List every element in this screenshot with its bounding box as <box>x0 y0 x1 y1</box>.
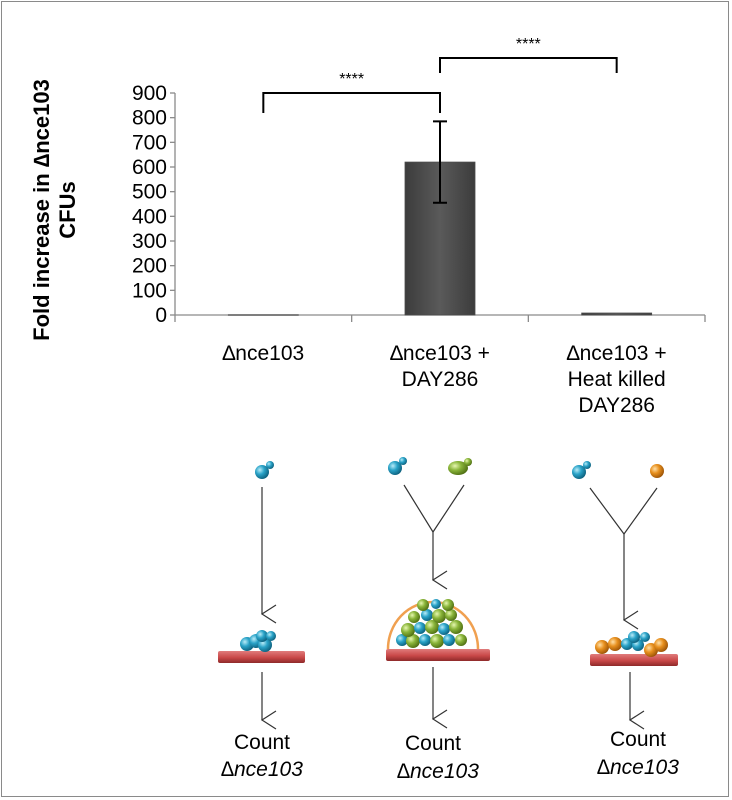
y-tick-label: 900 <box>132 82 167 105</box>
x-axis <box>174 314 706 322</box>
x-tick-label-2: ∆nce103 +DAY286 <box>390 342 490 391</box>
significance-bracket <box>439 57 618 73</box>
significance-brackets: **** **** <box>262 36 618 113</box>
y-tick-label: 0 <box>155 304 167 327</box>
nce103-cell-icon <box>572 461 591 479</box>
count-label: Count <box>234 731 290 754</box>
count-label: Count <box>610 728 666 751</box>
bar-1 <box>227 314 299 316</box>
strain-label: ∆nce103 <box>597 756 679 779</box>
heat-killed-day286-cell-icon <box>650 464 664 478</box>
substrate-with-cells-icon <box>590 631 678 666</box>
x-tick-label-1: ∆nce103 <box>222 342 304 365</box>
count-label: Count <box>405 732 461 755</box>
significance-bracket <box>262 92 441 113</box>
strain-label: ∆nce103 <box>221 758 303 781</box>
y-axis-label-line2: CFUs <box>55 181 80 238</box>
y-tick-label: 300 <box>132 230 167 253</box>
y-tick-label: 200 <box>132 255 167 278</box>
strain-label: ∆nce103 <box>397 760 479 783</box>
schematic-column-3: Count ∆nce103 <box>572 461 679 779</box>
bar-3 <box>581 312 653 316</box>
significance-label: **** <box>339 71 364 88</box>
schematic-column-2: Count ∆nce103 <box>386 457 490 783</box>
y-tick-label: 700 <box>132 131 167 154</box>
y-tick-label: 400 <box>132 205 167 228</box>
biofilm-icon <box>386 599 490 661</box>
y-tick-label: 100 <box>132 279 167 302</box>
y-tick-label: 800 <box>132 107 167 130</box>
merge-lines <box>403 484 465 533</box>
substrate-with-cells-icon <box>218 630 305 663</box>
y-axis-label: Fold increase in ∆nce103 CFUs <box>29 79 80 341</box>
x-tick-labels: ∆nce103 ∆nce103 +DAY286 ∆nce103 +Heat kill… <box>222 342 666 417</box>
nce103-cell-icon <box>388 457 407 475</box>
day286-cell-icon <box>448 458 472 475</box>
y-tick-label: 600 <box>132 156 167 179</box>
nce103-cell-icon <box>255 461 274 479</box>
schematic-column-1: Count ∆nce103 <box>218 461 305 781</box>
error-bars <box>433 120 447 204</box>
merge-lines <box>589 487 658 535</box>
significance-label: **** <box>516 36 541 53</box>
y-axis-label-line1: Fold increase in ∆nce103 <box>29 79 54 341</box>
y-tick-label: 500 <box>132 181 167 204</box>
